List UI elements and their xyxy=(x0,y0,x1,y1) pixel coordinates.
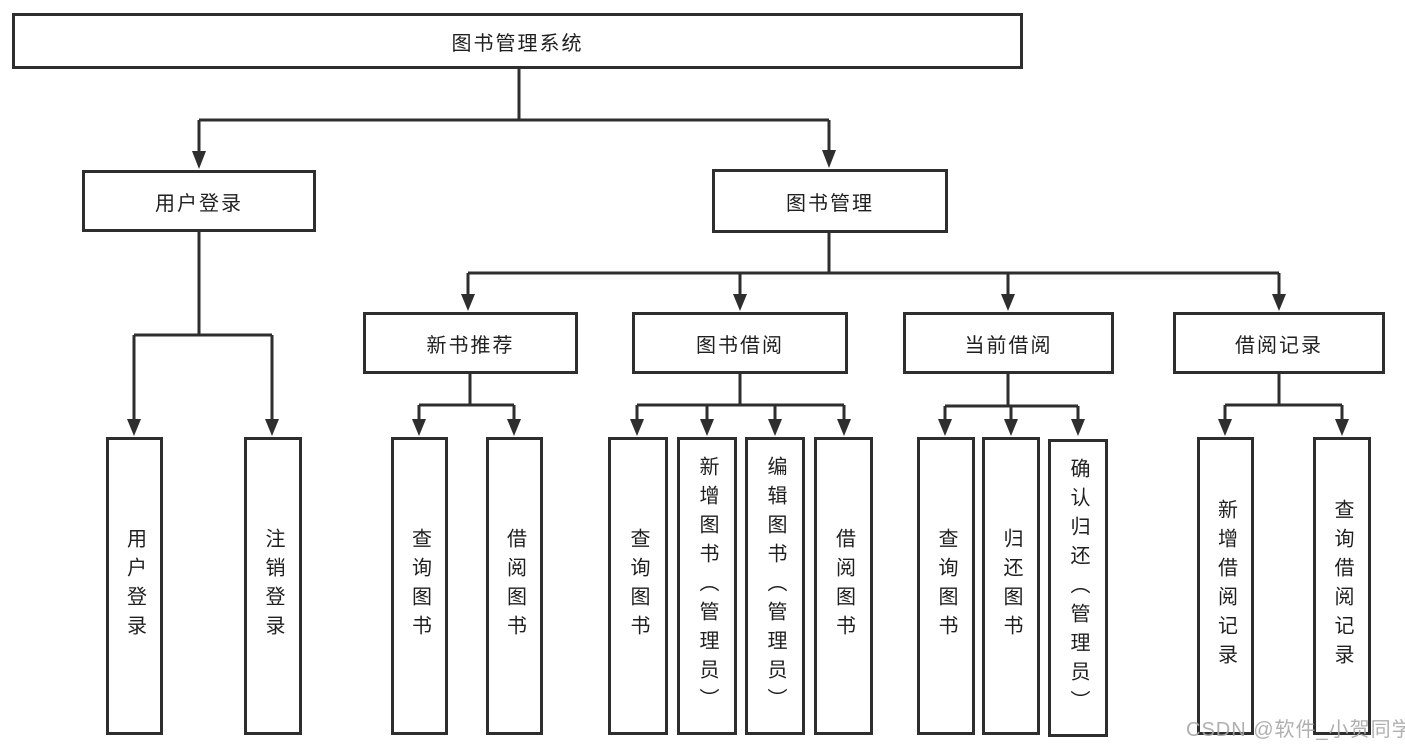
node-label: 用户登录 xyxy=(155,192,243,215)
node-label: 新书推荐 xyxy=(426,334,515,357)
arrow-down-icon xyxy=(822,150,836,168)
arrow-down-icon xyxy=(630,419,644,436)
leaf-borrow-query-book: 查询图书 xyxy=(608,437,668,735)
node-label: 当前借阅 xyxy=(964,334,1053,357)
node-label: 新增图书（管理员） xyxy=(696,455,718,717)
leaf-borrow-edit-book-admin: 编辑图书（管理员） xyxy=(745,437,805,735)
node-book-management: 图书管理 xyxy=(712,169,948,233)
leaf-user-login: 用户登录 xyxy=(106,437,163,735)
node-label: 归还图书 xyxy=(1000,528,1022,644)
node-label: 查询图书 xyxy=(935,528,957,644)
arrowheads xyxy=(127,150,1349,436)
arrow-down-icon xyxy=(1335,419,1349,436)
arrow-down-icon xyxy=(768,419,782,436)
leaf-borrow-add-book-admin: 新增图书（管理员） xyxy=(677,437,737,735)
leaf-newbook-query-book: 查询图书 xyxy=(391,437,448,735)
connector-newbook-split xyxy=(417,374,516,420)
node-new-book-recommend: 新书推荐 xyxy=(363,312,578,374)
node-label: 查询图书 xyxy=(408,528,431,644)
node-label: 确认归还（管理员） xyxy=(1067,457,1089,719)
arrow-down-icon xyxy=(507,419,521,436)
node-current-borrow: 当前借阅 xyxy=(903,312,1114,374)
node-label: 图书借阅 xyxy=(696,334,784,357)
arrow-down-icon xyxy=(733,294,747,311)
node-root-library-system: 图书管理系统 xyxy=(12,13,1023,69)
leaf-record-add-borrow-record: 新增借阅记录 xyxy=(1197,437,1254,735)
arrow-down-icon xyxy=(1071,419,1085,436)
arrow-down-icon xyxy=(837,419,851,436)
node-borrow-record: 借阅记录 xyxy=(1173,312,1385,374)
node-label: 借阅记录 xyxy=(1235,334,1323,357)
node-label: 查询借阅记录 xyxy=(1331,499,1353,673)
node-label: 查询图书 xyxy=(627,528,649,644)
leaf-current-confirm-return-admin: 确认归还（管理员） xyxy=(1048,439,1108,737)
node-label: 注销登录 xyxy=(262,528,284,644)
arrow-down-icon xyxy=(1004,419,1018,436)
arrow-down-icon xyxy=(412,419,426,436)
connector-currentborrow-split xyxy=(943,374,1080,420)
arrow-down-icon xyxy=(265,419,279,436)
leaf-current-return-book: 归还图书 xyxy=(982,437,1040,735)
node-label: 用户登录 xyxy=(123,528,146,644)
arrow-down-icon xyxy=(461,294,475,311)
connector-bookborrow-split xyxy=(635,374,846,420)
node-label: 新增借阅记录 xyxy=(1214,499,1237,673)
arrow-down-icon xyxy=(938,419,952,436)
node-user-login: 用户登录 xyxy=(82,170,316,232)
arrow-down-icon xyxy=(700,419,714,436)
connector-bookmgmt-split xyxy=(466,233,1281,295)
node-label: 图书管理系统 xyxy=(451,32,584,55)
node-book-borrow: 图书借阅 xyxy=(632,312,848,374)
arrow-down-icon xyxy=(1272,294,1286,311)
connector-borrowrecord-split xyxy=(1223,374,1344,420)
leaf-newbook-borrow-book: 借阅图书 xyxy=(486,437,543,735)
node-label: 借阅图书 xyxy=(832,528,855,644)
arrow-down-icon xyxy=(1001,294,1015,311)
leaf-logout: 注销登录 xyxy=(244,437,302,735)
arrow-down-icon xyxy=(192,151,206,169)
leaf-current-query-book: 查询图书 xyxy=(917,437,975,735)
node-label: 编辑图书（管理员） xyxy=(764,455,786,717)
connector-root-split xyxy=(197,69,831,152)
csdn-watermark: CSDN @软件_小贺同学 xyxy=(1186,719,1405,741)
leaf-record-query-borrow-record: 查询借阅记录 xyxy=(1313,437,1371,735)
leaf-borrow-borrow-book: 借阅图书 xyxy=(814,437,873,735)
node-label: 图书管理 xyxy=(786,192,874,215)
arrow-down-icon xyxy=(127,419,141,436)
connector-userlogin-split xyxy=(132,232,274,420)
node-label: 借阅图书 xyxy=(503,528,526,644)
arrow-down-icon xyxy=(1218,419,1232,436)
